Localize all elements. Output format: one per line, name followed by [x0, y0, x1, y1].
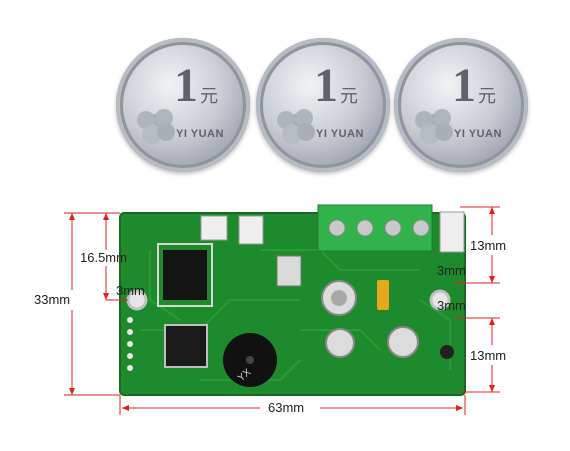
coin-denomination: 1 — [314, 59, 338, 112]
peony-flower-icon — [137, 109, 175, 144]
coin-1: 1 元 YI YUAN — [116, 38, 250, 172]
coin-text: YI YUAN — [316, 128, 364, 140]
dim-height-total: 33mm — [34, 292, 71, 307]
dim-right-top: 13mm — [470, 238, 507, 253]
dim-right-hole-bottom: 3mm — [437, 298, 466, 313]
coin-3: 1 元 YI YUAN — [394, 38, 528, 172]
coin-character: 元 — [478, 86, 496, 107]
peony-flower-icon — [277, 109, 315, 144]
coin-denomination: 1 — [452, 59, 476, 112]
coin-text: YI YUAN — [176, 128, 224, 140]
coin-text: YI YUAN — [454, 128, 502, 140]
dim-width: 63mm — [268, 400, 305, 415]
coin-denomination: 1 — [174, 59, 198, 112]
coin-2: 1 元 YI YUAN — [256, 38, 390, 172]
dim-hole-left: 3mm — [116, 283, 145, 298]
coin-character: 元 — [200, 86, 218, 107]
dim-height-top-left: 16.5mm — [80, 250, 127, 265]
dim-right-hole-top: 3mm — [437, 263, 466, 278]
coin-character: 元 — [340, 86, 358, 107]
peony-flower-icon — [415, 109, 453, 144]
dim-right-bottom: 13mm — [470, 348, 507, 363]
